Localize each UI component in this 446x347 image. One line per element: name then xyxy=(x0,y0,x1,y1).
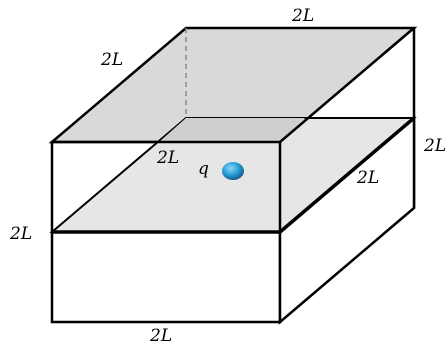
right-edge-top xyxy=(279,27,415,143)
label-top-right-cut: 2L xyxy=(424,136,446,156)
label-left-height: 2L xyxy=(10,224,33,244)
box-diagram: 2L 2L 2L 2L q 2L 2L 2L xyxy=(10,6,446,346)
label-bottom-front: 2L xyxy=(150,326,173,346)
box-drawing xyxy=(48,26,418,325)
middle-plane-back xyxy=(159,118,305,142)
label-mid-left-depth: 2L xyxy=(157,148,180,168)
front-face-lower xyxy=(50,230,282,324)
charge-sphere xyxy=(222,162,244,180)
middle-plane-right-edge xyxy=(278,116,416,234)
label-mid-right-side: 2L xyxy=(357,168,380,188)
label-charge: q xyxy=(198,159,209,179)
label-top-back: 2L xyxy=(292,6,315,26)
label-top-left: 2L xyxy=(101,50,124,70)
